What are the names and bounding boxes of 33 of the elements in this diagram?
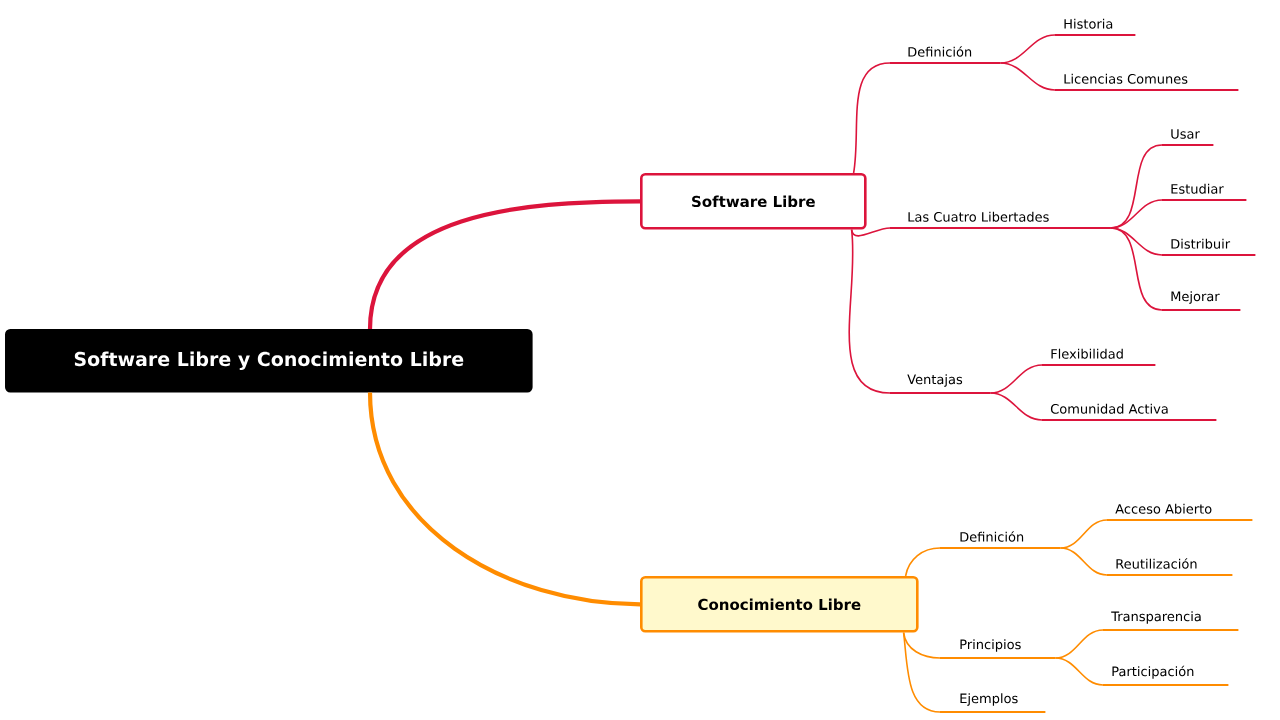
connector	[852, 62, 891, 174]
connector	[1054, 657, 1104, 686]
connector	[999, 62, 1056, 91]
underlined-topic: Definición	[889, 46, 1002, 64]
connector	[904, 547, 941, 577]
connector	[902, 631, 941, 713]
topic-box: Conocimiento Libre	[640, 576, 919, 633]
topic-box: Software Libre	[640, 173, 867, 230]
connector	[989, 392, 1043, 421]
underlined-topic: Flexibilidad	[1041, 348, 1157, 366]
connector	[848, 228, 891, 394]
connector	[1109, 227, 1163, 311]
underlined-topic: Historia	[1054, 18, 1137, 36]
underlined-topic: Principios	[939, 639, 1057, 659]
root-topic-box: Software Libre y Conocimiento Libre	[5, 329, 533, 393]
underlined-topic: Distribuir	[1161, 238, 1257, 256]
connector	[850, 227, 891, 237]
connector	[1059, 547, 1108, 576]
underlined-topic: Ventajas	[889, 374, 992, 394]
underlined-topic: Mejorar	[1161, 291, 1242, 311]
underlined-topic: Comunidad Activa	[1041, 403, 1218, 421]
underlined-topic: Usar	[1161, 129, 1215, 146]
underlined-topic: Definición	[939, 531, 1062, 549]
underlined-topic: Acceso Abierto	[1106, 503, 1254, 521]
underlined-topic: Ejemplos	[939, 693, 1047, 713]
underlined-topic: Estudiar	[1161, 183, 1248, 201]
underlined-topic: Las Cuatro Libertades	[889, 211, 1112, 229]
connector	[367, 392, 641, 607]
underlined-topic: Licencias Comunes	[1054, 73, 1240, 91]
underlined-topic: Reutilización	[1106, 558, 1234, 576]
underlined-topic: Transparencia	[1102, 611, 1240, 631]
connector	[367, 199, 641, 330]
underlined-topic: Participación	[1102, 665, 1230, 686]
